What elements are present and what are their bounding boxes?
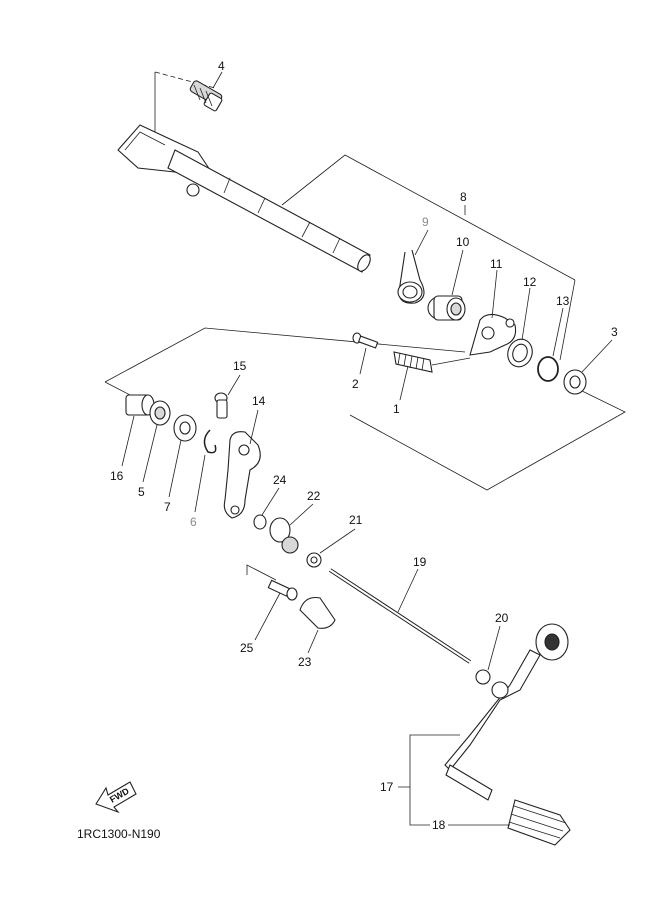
shift-shaft — [117, 124, 371, 273]
part-12-washer — [507, 338, 533, 368]
leader-lines — [121, 71, 613, 826]
callout-20: 20 — [495, 611, 509, 625]
callout-24: 24 — [273, 473, 287, 487]
callout-16: 16 — [110, 469, 124, 483]
callout-3: 3 — [611, 325, 618, 339]
part-5-oil-seal — [149, 400, 171, 426]
part-14-shift-arm — [223, 431, 261, 519]
callout-13: 13 — [556, 294, 570, 308]
callout-25: 25 — [240, 641, 254, 655]
figure-code: 1RC1300-N190 — [77, 827, 161, 841]
part-10-collar — [427, 295, 466, 321]
part-1-spring — [393, 351, 471, 373]
part-9-spring — [397, 249, 425, 304]
part-6-clip — [203, 429, 217, 454]
part-22-joint — [269, 517, 299, 554]
callout-10: 10 — [456, 235, 470, 249]
assembly-outline-upper — [154, 71, 576, 361]
callout-17: 17 — [380, 780, 394, 794]
callout-23: 23 — [298, 655, 312, 669]
part-2-pin — [352, 332, 379, 349]
part-15-bolt — [214, 392, 228, 419]
callout-22: 22 — [307, 489, 321, 503]
part-21-nut — [306, 552, 322, 568]
callout-5: 5 — [138, 485, 145, 499]
part-13-circlip — [537, 356, 559, 382]
callout-19: 19 — [413, 555, 427, 569]
callout-14: 14 — [252, 394, 266, 408]
callout-labels: 4 8 9 10 11 12 13 3 2 1 15 14 16 5 7 6 2… — [110, 59, 618, 832]
callout-4: 4 — [218, 59, 225, 73]
callout-6: 6 — [190, 515, 197, 529]
part-18-pedal-rubber — [507, 799, 571, 846]
callout-21: 21 — [349, 513, 363, 527]
callout-1: 1 — [393, 402, 400, 416]
callout-8: 8 — [460, 190, 467, 204]
part-7-washer — [173, 414, 197, 442]
callout-12: 12 — [523, 275, 537, 289]
callout-15: 15 — [233, 359, 247, 373]
part-25-bolt — [267, 579, 298, 601]
part-23-boot — [299, 596, 336, 629]
fwd-direction-arrow-icon: FWD — [95, 781, 137, 814]
callout-2: 2 — [352, 377, 359, 391]
callout-9: 9 — [422, 215, 429, 229]
callout-7: 7 — [164, 500, 171, 514]
part-3-washer — [563, 369, 587, 395]
part-19-shift-rod — [328, 568, 472, 664]
callout-11: 11 — [490, 257, 503, 271]
part-17-shift-pedal — [444, 623, 569, 801]
part-11-lever — [469, 313, 517, 356]
part-20-nut — [475, 669, 491, 685]
assembly-outline-lower — [104, 327, 626, 491]
callout-18: 18 — [432, 818, 446, 832]
part-4-bolt — [189, 80, 223, 112]
part-24-collar — [253, 514, 267, 530]
